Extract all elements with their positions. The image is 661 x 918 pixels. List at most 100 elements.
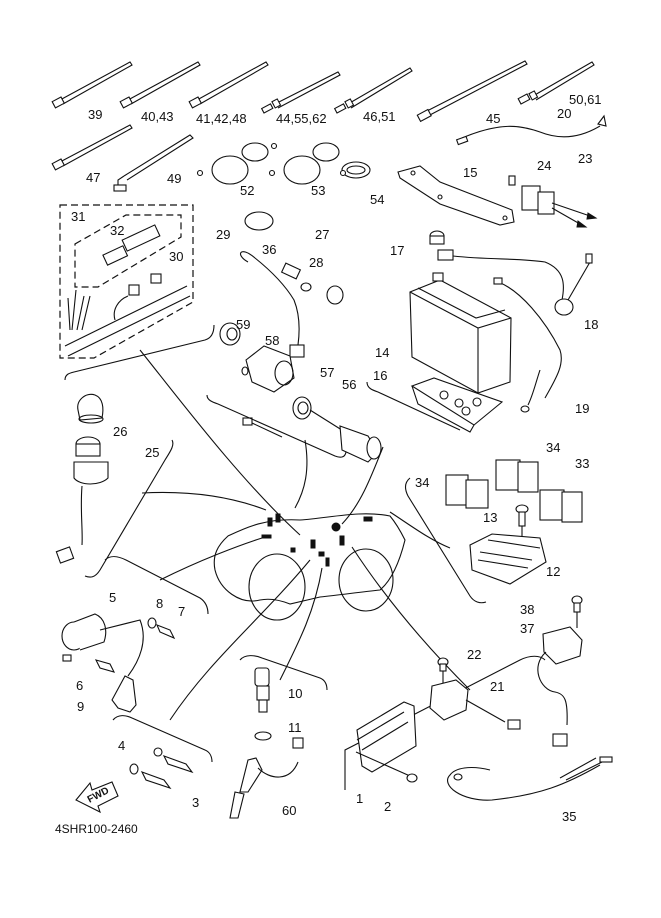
callout-24: 24 <box>537 158 552 173</box>
bolt-7 <box>155 624 176 640</box>
plug-cap-9 <box>111 675 137 713</box>
socket-58 <box>241 345 295 393</box>
callout-4: 4 <box>118 738 126 753</box>
cdi-unit-1 <box>355 701 417 777</box>
ignition-coil-5 <box>61 613 144 677</box>
callout-9: 9 <box>77 699 85 714</box>
callout-59: 59 <box>236 317 251 332</box>
gaskets-4 <box>129 747 163 775</box>
bracket-15 <box>397 165 515 226</box>
callout-34-left: 34 <box>415 475 430 490</box>
clamp-53 <box>268 142 340 185</box>
callout-37: 37 <box>520 621 535 636</box>
callout-41-42-48: 41,42,48 <box>196 111 247 126</box>
band-44-55-62 <box>260 71 341 114</box>
callout-45: 45 <box>486 111 501 126</box>
switches-3 <box>140 755 194 790</box>
callout-13: 13 <box>483 510 498 525</box>
coupler-33 <box>539 489 583 523</box>
rectifier-regulator-12 <box>469 533 547 585</box>
callout-10: 10 <box>288 686 303 701</box>
cap-26 <box>77 393 104 424</box>
callout-18: 18 <box>584 317 599 332</box>
fwd-arrow <box>75 781 119 814</box>
callout-29: 29 <box>216 227 231 242</box>
callout-60: 60 <box>282 803 297 818</box>
callout-46-51: 46,51 <box>363 109 396 124</box>
cap-56 <box>309 409 382 463</box>
thermo-unit-10 <box>254 667 270 713</box>
callout-36: 36 <box>262 242 277 257</box>
connector-lead <box>242 417 283 438</box>
battery-box-16 <box>410 377 504 433</box>
callout-35: 35 <box>562 809 577 824</box>
minus-lead-19 <box>493 277 562 413</box>
band-36 <box>244 211 274 231</box>
callout-2: 2 <box>384 799 392 814</box>
callout-57: 57 <box>320 365 335 380</box>
gasket-11 <box>254 731 272 741</box>
callout-17: 17 <box>390 243 405 258</box>
callout-28: 28 <box>309 255 324 270</box>
callout-44-55-62: 44,55,62 <box>276 111 327 126</box>
cable-tie-41-42-48 <box>188 61 269 109</box>
callout-50-61: 50,61 <box>569 92 602 107</box>
callout-20: 20 <box>557 106 572 121</box>
coupler-34-left <box>445 474 489 509</box>
cable-tie-40-43 <box>119 61 201 109</box>
atv-outline <box>213 513 406 621</box>
nut-59 <box>219 322 241 346</box>
damper-17 <box>429 230 445 245</box>
wire-harness-29 <box>59 204 194 359</box>
cable-tie-47 <box>51 124 133 171</box>
group-brackets <box>64 324 546 790</box>
callout-27: 27 <box>315 227 330 242</box>
reference-code: 4SHR100-2460 <box>55 822 138 836</box>
bolt-22 <box>437 657 449 684</box>
callout-19: 19 <box>575 401 590 416</box>
plus-lead-18 <box>437 249 593 316</box>
band-46-51 <box>333 67 413 114</box>
fuse-24 <box>508 175 516 186</box>
coupler-34-right <box>495 459 539 493</box>
callout-30: 30 <box>169 249 184 264</box>
main-switch-25 <box>55 436 109 564</box>
callout-23: 23 <box>578 151 593 166</box>
callout-21: 21 <box>490 679 505 694</box>
band-45 <box>416 60 528 123</box>
callout-34-right: 34 <box>546 440 561 455</box>
screw-38 <box>571 595 583 628</box>
callout-58: 58 <box>265 333 280 348</box>
socket-cord-27 <box>240 251 344 358</box>
clamp-52 <box>196 142 278 185</box>
callout-3: 3 <box>192 795 200 810</box>
band-50-61 <box>517 61 595 105</box>
callout-53: 53 <box>311 183 326 198</box>
callout-11: 11 <box>288 720 302 735</box>
callout-22: 22 <box>467 647 482 662</box>
bolt-6 <box>94 659 116 673</box>
nut-57 <box>292 396 312 420</box>
cable-tie-39 <box>51 61 133 109</box>
callout-32: 32 <box>110 223 125 238</box>
clamp-54 <box>339 161 371 179</box>
callout-47: 47 <box>86 170 101 185</box>
callout-25: 25 <box>145 445 160 460</box>
lead-20 <box>455 114 607 146</box>
callout-33: 33 <box>575 456 590 471</box>
callout-39: 39 <box>88 107 103 122</box>
callout-56: 56 <box>342 377 357 392</box>
sensor-21 <box>429 679 521 730</box>
callout-16: 16 <box>373 368 388 383</box>
callout-6: 6 <box>76 678 84 693</box>
callout-14: 14 <box>375 345 390 360</box>
callout-7: 7 <box>178 604 186 619</box>
callout-52: 52 <box>240 183 255 198</box>
sensor-37 <box>537 626 583 747</box>
cable-tie-49 <box>113 134 194 192</box>
callout-1: 1 <box>356 791 364 806</box>
callout-31: 31 <box>71 209 86 224</box>
callout-15: 15 <box>463 165 478 180</box>
washer-8 <box>147 617 157 629</box>
